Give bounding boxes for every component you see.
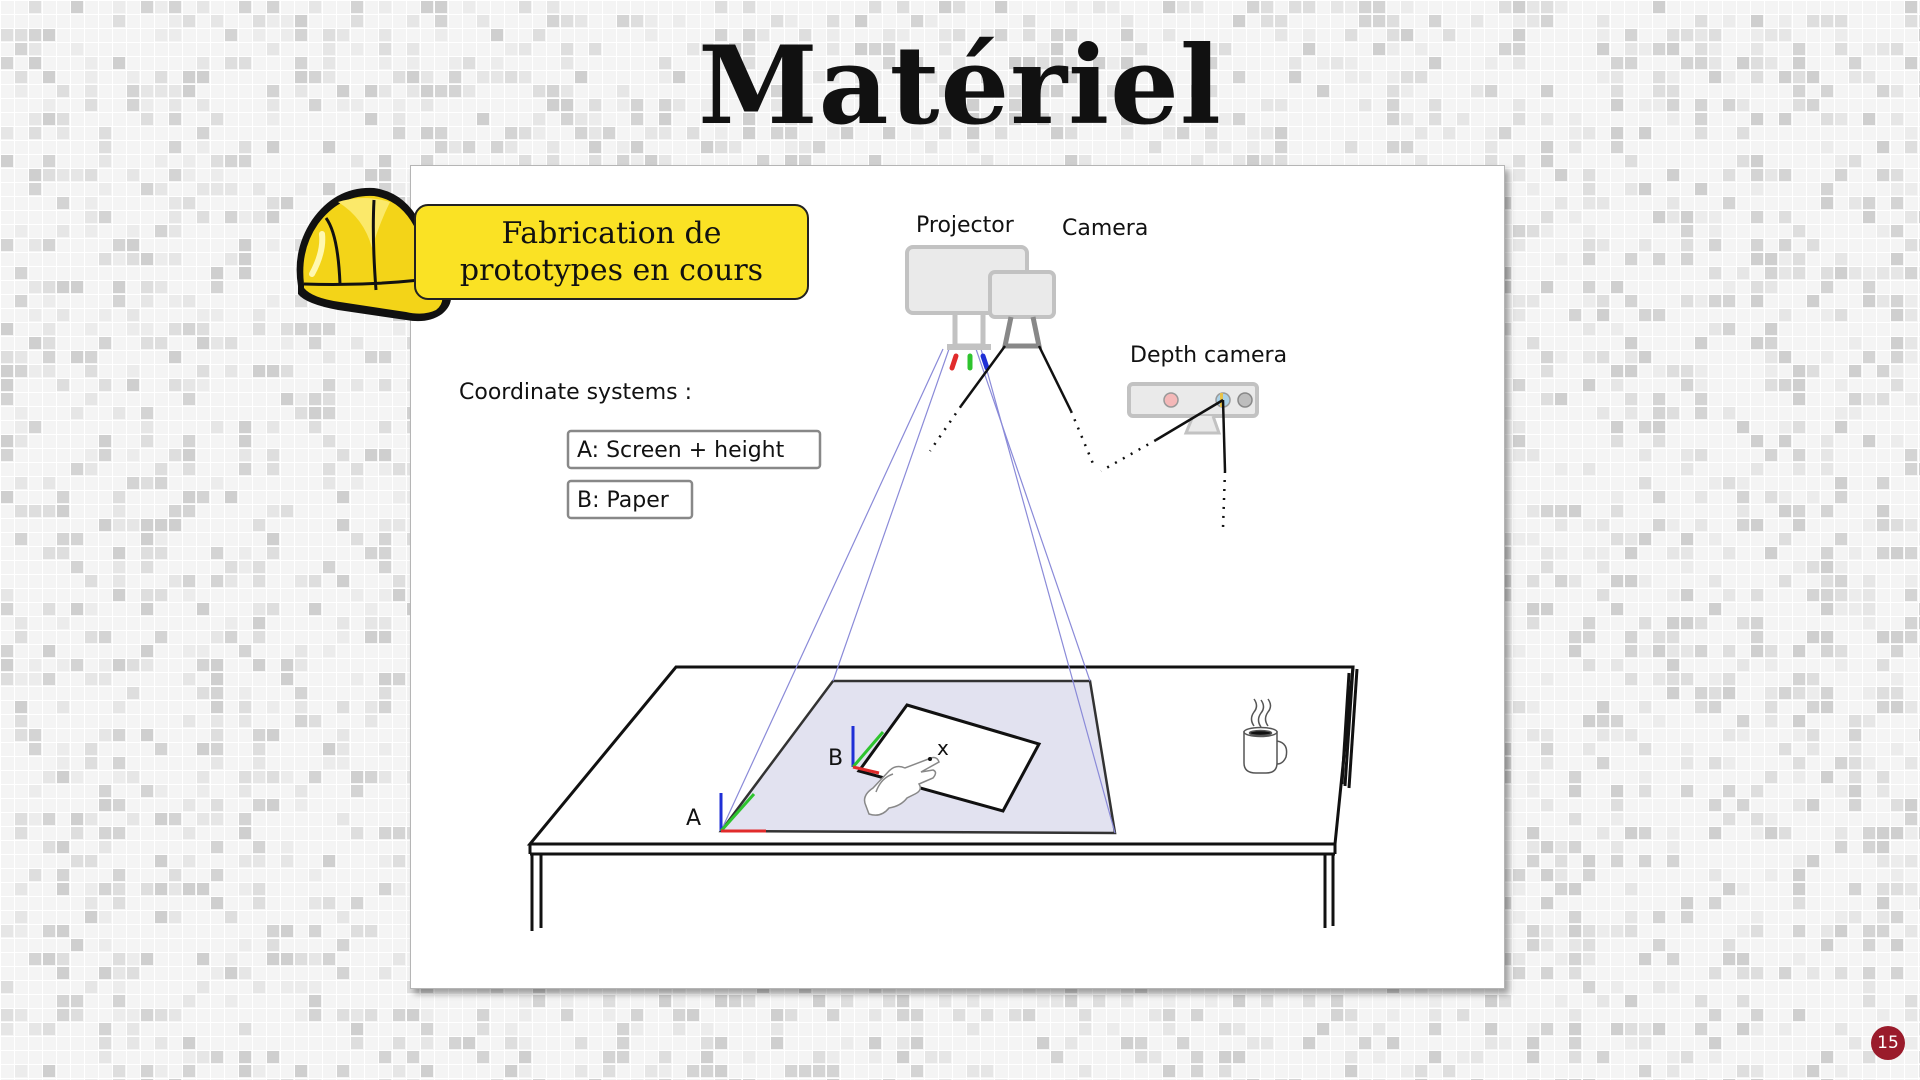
origin-a-label: A	[686, 806, 701, 831]
projection-beams	[720, 348, 1116, 834]
projector-label: Projector	[916, 213, 1015, 238]
work-in-progress-banner: Fabrication de prototypes en cours	[414, 204, 809, 300]
setup-diagram: Projector Camera Depth camera Coordinate…	[459, 213, 1359, 931]
touch-point-label: x	[937, 736, 949, 760]
camera-view-lines	[959, 345, 1073, 412]
work-in-progress-text: Fabrication de prototypes en cours	[459, 216, 764, 288]
table-side-2	[1347, 668, 1359, 789]
beam-line	[720, 348, 944, 832]
projector-lenses	[949, 353, 990, 371]
legend-item-a: A: Screen + height	[577, 438, 785, 463]
depth-camera-label: Depth camera	[1130, 343, 1287, 368]
page-number-badge: 15	[1871, 1026, 1905, 1060]
table-side-1	[1343, 666, 1355, 787]
depth-camera-icon	[1127, 382, 1259, 435]
hand-icon	[863, 756, 940, 816]
origin-b-label: B	[828, 746, 843, 771]
beam-line	[832, 348, 950, 682]
touch-point	[928, 757, 932, 761]
figure-frame: Projector Camera Depth camera Coordinate…	[410, 165, 1505, 989]
axes-b	[851, 726, 885, 775]
legend-item-b: B: Paper	[577, 488, 670, 513]
camera-icon	[988, 270, 1056, 349]
slide-title: Matériel	[698, 23, 1222, 149]
table-side-3	[1340, 672, 1351, 785]
coordinate-systems-label: Coordinate systems :	[459, 380, 692, 405]
hard-hat-icon	[296, 187, 451, 322]
legend-box-b	[566, 479, 694, 520]
camera-view-dots	[928, 405, 1096, 467]
depth-view-dots	[1100, 438, 1227, 529]
camera-label: Camera	[1062, 216, 1148, 241]
legend-box-a	[566, 429, 822, 470]
beam-line	[980, 348, 1116, 834]
paper-sheet	[856, 703, 1042, 813]
axes-a	[719, 793, 766, 833]
beam-line	[975, 348, 1091, 682]
coffee-mug-icon	[1243, 698, 1288, 774]
depth-view-lines	[1155, 398, 1227, 472]
